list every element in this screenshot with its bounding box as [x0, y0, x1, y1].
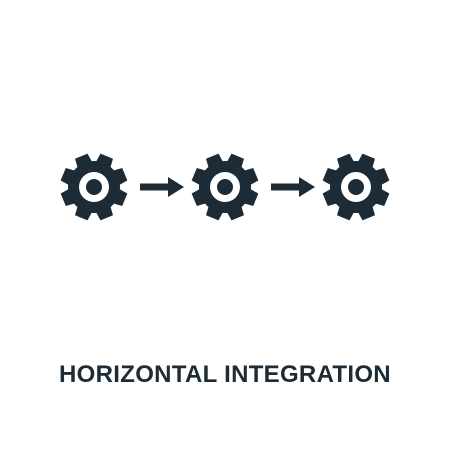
gear-icon-3 — [322, 153, 390, 221]
arrow-head — [168, 177, 184, 197]
gear-icon-2 — [191, 153, 259, 221]
arrow-right-icon-1 — [140, 177, 184, 197]
arrow-head — [299, 177, 315, 197]
gear-hub — [86, 179, 102, 195]
arrow-shaft — [271, 183, 303, 191]
gear-hub — [348, 179, 364, 195]
gear-hub — [217, 179, 233, 195]
icon-caption: HORIZONTAL INTEGRATION — [59, 361, 391, 388]
arrow-right-icon-2 — [271, 177, 315, 197]
gear-icon-1 — [60, 153, 128, 221]
arrow-shaft — [140, 183, 172, 191]
